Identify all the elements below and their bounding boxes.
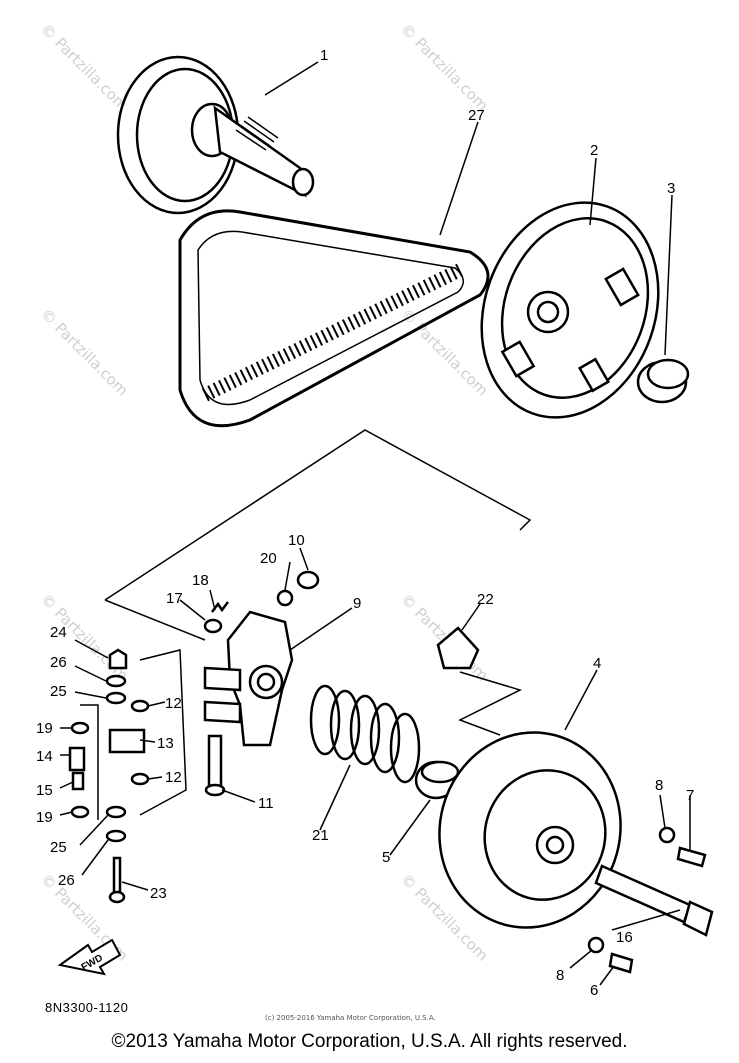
callout-5: 5 — [382, 849, 390, 866]
callout-27: 27 — [468, 107, 485, 124]
callout-25-upper: 25 — [50, 683, 67, 700]
callout-2: 2 — [590, 142, 598, 159]
bolt-part-7 — [676, 846, 707, 868]
small-copyright: (c) 2005-2016 Yamaha Motor Corporation, … — [265, 1014, 436, 1022]
bolt-part-6 — [608, 952, 634, 974]
washer-part-17 — [203, 618, 223, 634]
callout-25-lower: 25 — [50, 839, 67, 856]
pin-part-11 — [204, 734, 226, 797]
bushing-part-3 — [636, 358, 690, 404]
callout-labels: 1 27 2 3 10 20 18 17 9 22 24 26 25 12 4 … — [36, 47, 694, 999]
callout-13: 13 — [157, 735, 174, 752]
callout-4: 4 — [593, 655, 601, 672]
callout-12-upper: 12 — [165, 695, 182, 712]
callout-22: 22 — [477, 591, 494, 608]
drive-belt-part-27 — [178, 209, 490, 428]
washer-part-8-lower — [587, 936, 605, 954]
callout-1: 1 — [320, 47, 328, 64]
leader-lines — [59, 61, 691, 986]
callout-18: 18 — [192, 572, 209, 589]
callout-3: 3 — [667, 180, 675, 197]
callout-12-lower: 12 — [165, 769, 182, 786]
bracket-part-22 — [436, 626, 480, 670]
callout-15: 15 — [36, 782, 53, 799]
callout-26-lower: 26 — [58, 872, 75, 889]
callout-17: 17 — [166, 590, 183, 607]
callout-7: 7 — [686, 787, 694, 804]
bolt-part-16 — [594, 864, 714, 937]
callout-21: 21 — [312, 827, 329, 844]
primary-sheave-part-1 — [116, 55, 315, 215]
callout-19-upper: 19 — [36, 720, 53, 737]
callout-10: 10 — [288, 532, 305, 549]
washer-part-20 — [276, 589, 294, 607]
callout-26-upper: 26 — [50, 654, 67, 671]
callout-19-lower: 19 — [36, 809, 53, 826]
bolt-part-10 — [296, 570, 320, 590]
copyright-footer: ©2013 Yamaha Motor Corporation, U.S.A. A… — [111, 1031, 628, 1052]
part-code: 8N3300-1120 — [45, 1000, 128, 1015]
spring-part-21 — [309, 684, 421, 784]
callout-8-upper: 8 — [655, 777, 663, 794]
callout-8-lower: 8 — [556, 967, 564, 984]
fwd-arrow-icon: FWD — [57, 938, 122, 976]
washer-part-8-upper — [658, 826, 676, 844]
callout-23: 23 — [150, 885, 167, 902]
callout-6: 6 — [590, 982, 598, 999]
moveable-sheave-part-2 — [480, 201, 660, 419]
bushing-part-5 — [414, 760, 460, 800]
callout-14: 14 — [36, 748, 53, 765]
roller-assembly — [68, 648, 150, 904]
watermark: © Partzilla.com — [37, 305, 132, 400]
callout-16: 16 — [616, 929, 633, 946]
watermark: © Partzilla.com — [37, 20, 132, 115]
watermark: © Partzilla.com — [397, 20, 492, 115]
callout-24: 24 — [50, 624, 67, 641]
callout-20: 20 — [260, 550, 277, 567]
cover-part-4 — [438, 731, 622, 929]
spider-part-9 — [203, 610, 294, 747]
callout-11: 11 — [258, 795, 274, 812]
watermark: © Partzilla.com — [397, 305, 492, 400]
callout-9: 9 — [353, 595, 361, 612]
